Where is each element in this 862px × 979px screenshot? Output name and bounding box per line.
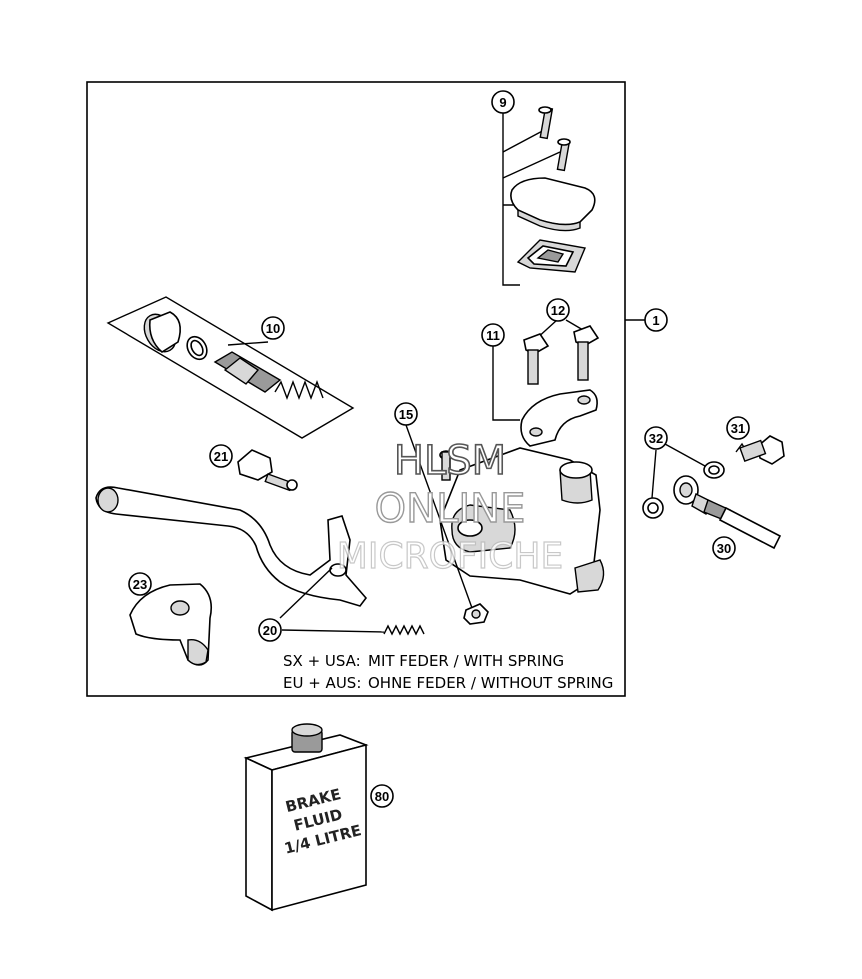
part-30-brake-line[interactable] xyxy=(673,475,782,550)
assembly-frame xyxy=(86,81,626,697)
callout-20[interactable]: 20 xyxy=(258,618,282,642)
callout-12[interactable]: 12 xyxy=(546,298,570,322)
callout-20-label: 20 xyxy=(263,623,277,638)
callout-21[interactable]: 21 xyxy=(209,444,233,468)
watermark-line-3: MICROFICHE xyxy=(337,536,563,577)
callout-12-label: 12 xyxy=(551,303,565,318)
part-12-bolts[interactable] xyxy=(523,319,600,385)
callout-80-label: 80 xyxy=(375,789,389,804)
part-80-brake-fluid-can[interactable]: BRAKE FLUID 1/4 LITRE xyxy=(243,723,369,912)
note-text-1: MIT FEDER / WITH SPRING xyxy=(368,652,564,670)
part-23-lever-cover[interactable] xyxy=(129,583,213,666)
callout-9-label: 9 xyxy=(499,95,506,110)
callout-10[interactable]: 10 xyxy=(261,316,285,340)
part-15-pivot-bolt[interactable] xyxy=(405,424,489,625)
callout-80[interactable]: 80 xyxy=(370,784,394,808)
callout-32-label: 32 xyxy=(649,431,663,446)
part-11-handlebar-clamp[interactable] xyxy=(492,345,598,447)
callout-31[interactable]: 31 xyxy=(726,416,750,440)
part-31-banjo-bolt[interactable] xyxy=(735,435,785,465)
bolt-icon xyxy=(523,333,550,385)
part-32-washers[interactable] xyxy=(642,443,725,519)
part-10-piston-kit[interactable] xyxy=(106,296,355,439)
note-text-2: OHNE FEDER / WITHOUT SPRING xyxy=(368,674,613,692)
callout-10-label: 10 xyxy=(266,321,280,336)
callout-21-label: 21 xyxy=(214,449,228,464)
callout-23-label: 23 xyxy=(133,577,147,592)
callout-1[interactable]: 1 xyxy=(644,308,668,332)
callout-30-label: 30 xyxy=(717,541,731,556)
callout-11-label: 11 xyxy=(486,328,500,343)
part-20-spring[interactable] xyxy=(279,567,425,636)
part-9-reservoir-cover[interactable] xyxy=(502,106,596,286)
watermark-line-1: HLSM xyxy=(394,438,506,484)
bolt-icon xyxy=(573,325,600,381)
callout-15[interactable]: 15 xyxy=(394,402,418,426)
callout-31-label: 31 xyxy=(731,421,745,436)
callout-32[interactable]: 32 xyxy=(644,426,668,450)
callout-30[interactable]: 30 xyxy=(712,536,736,560)
callout-23[interactable]: 23 xyxy=(128,572,152,596)
note-region-1: SX + USA: xyxy=(283,652,361,670)
note-region-2: EU + AUS: xyxy=(283,674,361,692)
callout-11[interactable]: 11 xyxy=(481,323,505,347)
part-21-adjuster[interactable] xyxy=(237,449,298,492)
callout-1-label: 1 xyxy=(652,313,659,328)
callout-15-label: 15 xyxy=(399,407,413,422)
brake-lever[interactable] xyxy=(95,486,368,607)
screw-icon xyxy=(538,106,554,140)
callout-9[interactable]: 9 xyxy=(491,90,515,114)
screw-icon xyxy=(556,138,571,172)
watermark-line-2: ONLINE xyxy=(375,486,526,532)
master-cylinder-body[interactable] xyxy=(439,447,605,595)
